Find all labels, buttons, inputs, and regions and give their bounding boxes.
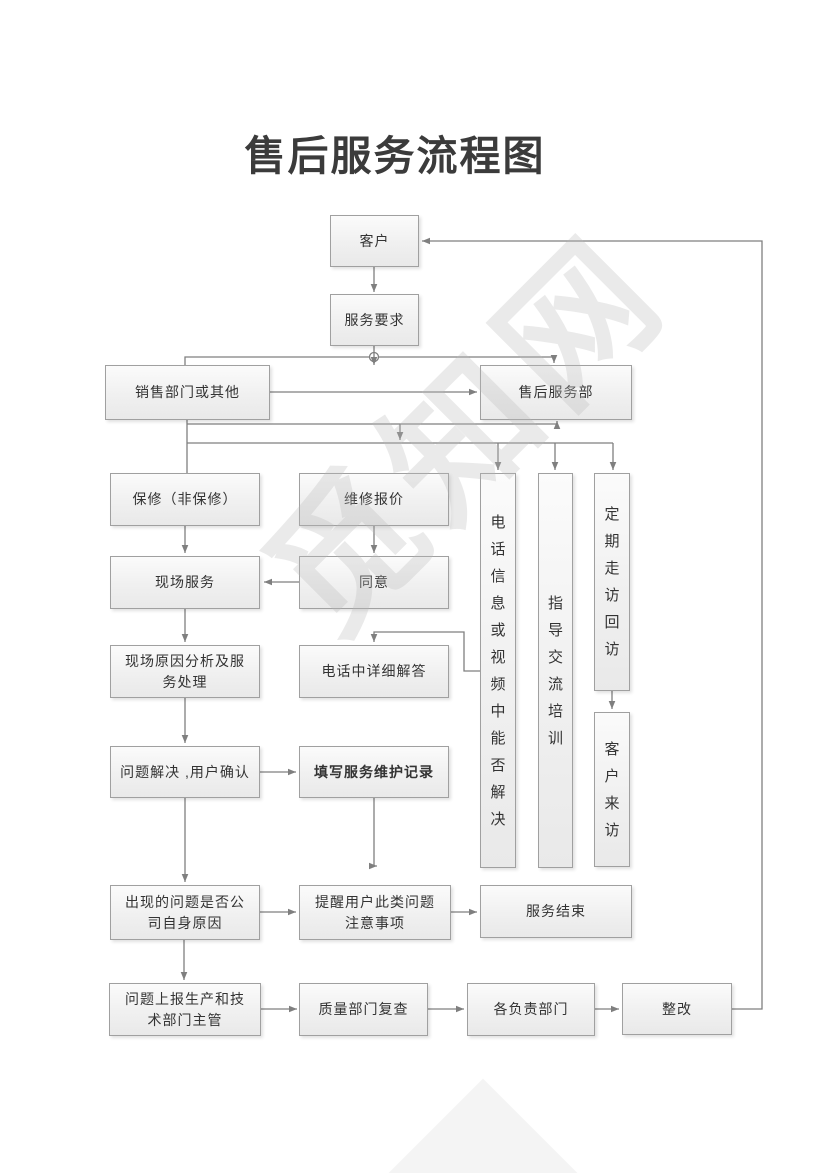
arrowhead — [422, 237, 430, 245]
arrowhead — [288, 908, 296, 916]
arrowhead — [551, 462, 559, 470]
arrowhead — [370, 284, 378, 292]
arrowhead — [181, 874, 189, 882]
arrowhead — [264, 578, 272, 586]
arrowhead — [289, 1005, 297, 1013]
arrowhead — [469, 908, 477, 916]
arrowhead — [611, 1005, 619, 1013]
arrowhead — [288, 768, 296, 776]
arrowhead — [181, 545, 189, 553]
edge-xiaoshou-shouhou-bottom — [187, 421, 558, 425]
arrowhead — [609, 462, 617, 470]
arrowhead — [469, 388, 477, 396]
edge-tianxie-down-stub — [373, 798, 377, 867]
arrowhead — [180, 972, 188, 980]
arrowhead — [396, 432, 404, 440]
arrowhead — [370, 634, 378, 642]
page-title: 售后服务流程图 — [244, 133, 546, 179]
arrowhead — [456, 1005, 464, 1013]
arrowhead — [608, 701, 616, 709]
arrowhead — [494, 462, 502, 470]
edge-tall-dianhua-xinxi-dianhua — [373, 631, 480, 672]
arrowhead — [553, 421, 561, 429]
arrowhead — [369, 862, 377, 870]
arrowhead — [370, 357, 378, 365]
arrowhead — [181, 634, 189, 642]
arrowhead — [550, 355, 558, 363]
arrowhead — [370, 545, 378, 553]
arrowhead — [181, 735, 189, 743]
edge-zhenggai-kehu — [422, 240, 763, 1010]
